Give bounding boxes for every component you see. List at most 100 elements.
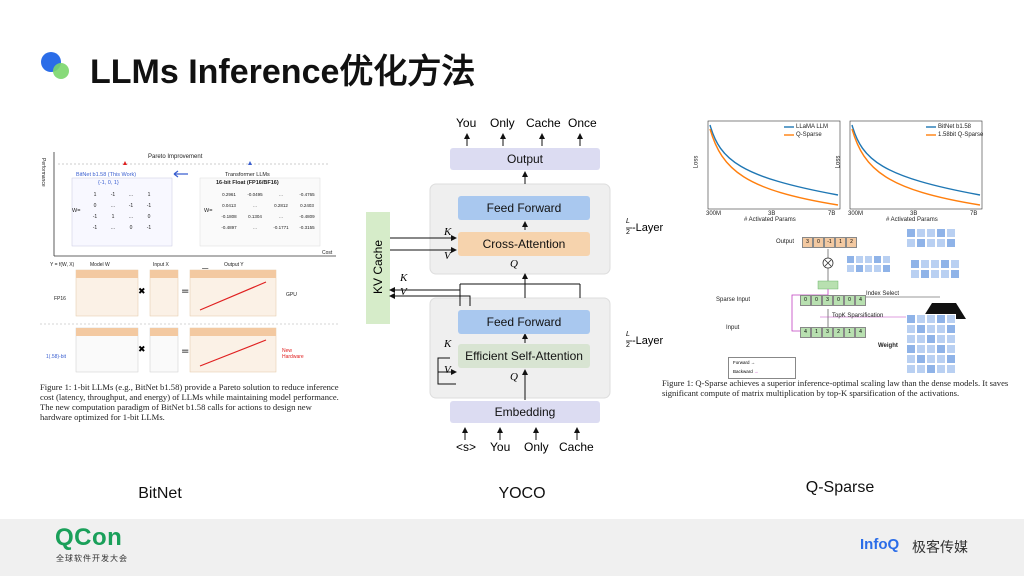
- yoco-q-top: Q: [510, 258, 518, 270]
- yoco-ff-bottom: Feed Forward: [458, 310, 590, 334]
- matrix-cell: ...: [128, 214, 134, 220]
- yoco-k-top: K: [444, 226, 452, 238]
- matrix-cell: -0.3155: [299, 225, 315, 230]
- fp16-label: FP16: [54, 296, 66, 302]
- kv-cache-label: KV Cache: [371, 239, 385, 295]
- qcon-logo: QCon: [55, 524, 123, 551]
- grid-cell: [926, 314, 936, 324]
- qcon-subtitle: 全球软件开发大会: [56, 554, 128, 563]
- matrix-cell: -0.4809: [299, 214, 315, 219]
- matrix-cell: 0: [129, 225, 133, 231]
- layer-bottom-label: -Layer: [632, 335, 664, 347]
- grid-cell: [940, 259, 950, 269]
- x-tick-right-0: 300M: [848, 211, 864, 217]
- grid-cell: [920, 259, 930, 269]
- infoq-logo: InfoQ: [860, 536, 900, 553]
- matrix-cell: 1: [111, 214, 115, 220]
- matrix-cell: 1: [147, 192, 151, 198]
- qsparse-mid-blue-grid-right: [910, 259, 960, 279]
- loss-label-right: Loss: [835, 155, 842, 169]
- matrix-cell: 0.0413: [222, 203, 236, 208]
- grid-cell: [926, 324, 936, 334]
- grid-cell: [882, 264, 891, 273]
- yoco-v-bottom: V: [444, 364, 451, 376]
- grid-cell: [946, 334, 956, 344]
- yoco-in-token: Only: [524, 440, 549, 454]
- grid-cell: [926, 354, 936, 364]
- transformer-title: Transformer LLMs: [225, 172, 270, 178]
- legend-right-0: BitNet b1.58: [938, 124, 972, 130]
- x-tick-left-0: 300M: [706, 211, 722, 217]
- grid-cell: [906, 238, 916, 248]
- grid-cell: [950, 269, 960, 279]
- caption-qsparse: Q-Sparse: [805, 479, 875, 496]
- svg-text:=: =: [181, 286, 189, 297]
- yoco-in-token: You: [490, 440, 511, 454]
- yoco-k-bottom: K: [444, 338, 452, 350]
- matrix-cell: ...: [253, 203, 257, 208]
- matrix-cell: ...: [128, 192, 134, 198]
- matrix-row: 0.2961-0.0495...-0.4765: [216, 192, 320, 203]
- grid-cell: [946, 314, 956, 324]
- legend-right-1: 1.58bit Q-Sparse: [938, 132, 984, 138]
- grid-cell: [910, 269, 920, 279]
- w-label-fp: W=: [204, 208, 213, 214]
- performance-axis-label: Performance: [40, 158, 46, 187]
- matrix-cell: -1: [146, 225, 152, 231]
- grid-cell: [936, 238, 946, 248]
- matrix-row: 1-1...1: [86, 192, 158, 203]
- backward-label: Backward: [733, 369, 753, 374]
- matrix-cell: ...: [253, 225, 257, 230]
- qsparse-figure: LLaMA LLM Q-Sparse BitNet b1.58 1.58bit …: [660, 115, 1020, 405]
- input-vector-cell: 4: [800, 327, 811, 338]
- sparse-vector-cell: 4: [855, 295, 866, 306]
- grid-cell: [936, 228, 946, 238]
- matrix-cell: -1: [92, 214, 98, 220]
- grid-cell: [946, 324, 956, 334]
- grid-cell: [936, 354, 946, 364]
- grid-cell: [916, 238, 926, 248]
- grid-cell: [846, 255, 855, 264]
- output-y-label: Output Y: [224, 262, 244, 268]
- grid-cell: [936, 324, 946, 334]
- matrix-cell: 0: [93, 203, 97, 209]
- grid-cell: [946, 344, 956, 354]
- grid-cell: [906, 314, 916, 324]
- matrix-cell: ...: [279, 214, 283, 219]
- grid-cell: [926, 344, 936, 354]
- matrix-cell: -1: [128, 203, 134, 209]
- layer-bottom-num: L: [626, 331, 630, 338]
- qsparse-mid-blue-grid: [846, 255, 891, 273]
- legend-left-1: Q-Sparse: [796, 132, 822, 138]
- yoco-out-token: You: [456, 116, 477, 130]
- grid-cell: [946, 228, 956, 238]
- svg-text:✖: ✖: [138, 287, 146, 297]
- layer-top-label: -Layer: [632, 222, 664, 234]
- matrix-cell: ...: [110, 203, 116, 209]
- bit-label: 1(.58)-bit: [46, 354, 67, 360]
- legend-left-0: LLaMA LLM: [796, 124, 829, 130]
- grid-cell: [855, 255, 864, 264]
- grid-cell: [873, 264, 882, 273]
- grid-cell: [916, 364, 926, 374]
- output-vector-cell: 2: [846, 237, 857, 248]
- qsparse-weight-label: Weight: [878, 343, 898, 349]
- grid-cell: [926, 228, 936, 238]
- loss-label-left: Loss: [693, 155, 700, 169]
- input-vector-cell: 2: [833, 327, 844, 338]
- grid-cell: [920, 269, 930, 279]
- grid-cell: [873, 255, 882, 264]
- footer-bar: [0, 519, 1024, 576]
- matrix-cell: -0.4897: [221, 225, 237, 230]
- forward-label: Forward: [733, 360, 750, 365]
- yoco-k-mid: K: [400, 272, 408, 284]
- grid-cell: [916, 228, 926, 238]
- grid-cell: [846, 264, 855, 273]
- w-label-bit: W=: [72, 208, 81, 214]
- matrix-cell: -1: [92, 225, 98, 231]
- matrix-cell: 0.2812: [274, 203, 288, 208]
- y-eq-label: Y = f(W, X): [50, 262, 75, 268]
- bitnet-pareto-chart: [53, 152, 336, 257]
